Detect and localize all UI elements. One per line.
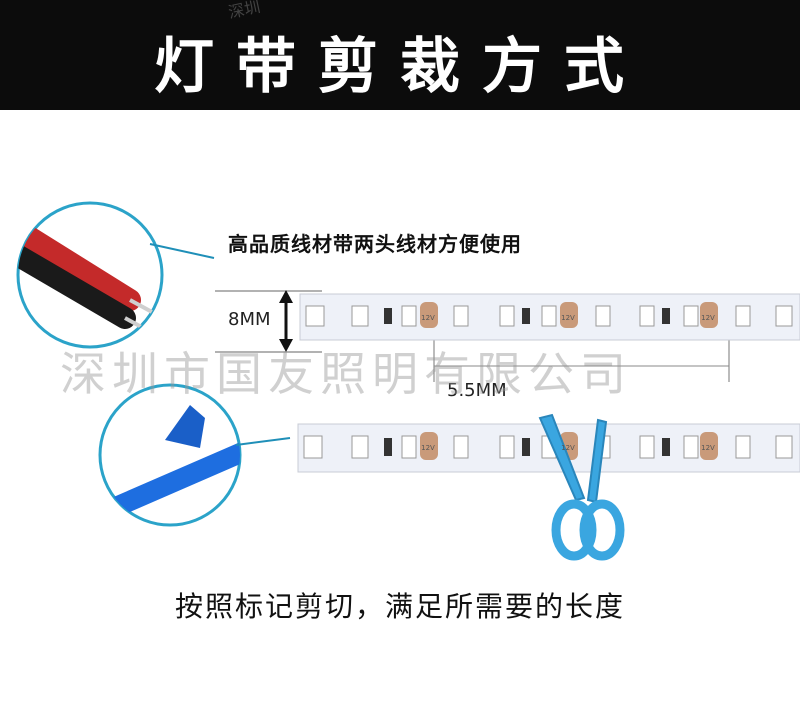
width-label: 8MM (228, 309, 271, 330)
header-bar: 灯带剪裁方式 深圳 (0, 0, 800, 110)
bottom-caption: 按照标记剪切，满足所需要的长度 (174, 590, 625, 623)
strip-marking: 12V (421, 314, 435, 322)
strip-marking: 12V (701, 444, 715, 452)
led-strip-icon (299, 293, 800, 341)
strip-marking: 12V (421, 444, 435, 452)
strip-marking: 12V (561, 314, 575, 322)
page-title: 灯带剪裁方式 (154, 32, 646, 102)
spacing-label: 5.5MM (447, 380, 507, 401)
wire-icon (16, 201, 164, 349)
strip-marking: 12V (561, 444, 575, 452)
strip-marking: 12V (701, 314, 715, 322)
top-caption: 高品质线材带两头线材方便使用 (228, 232, 522, 256)
company-watermark: 深圳市国友照明有限公司 (60, 347, 632, 401)
scissors-icon (538, 413, 625, 561)
tape-icon (98, 383, 242, 527)
